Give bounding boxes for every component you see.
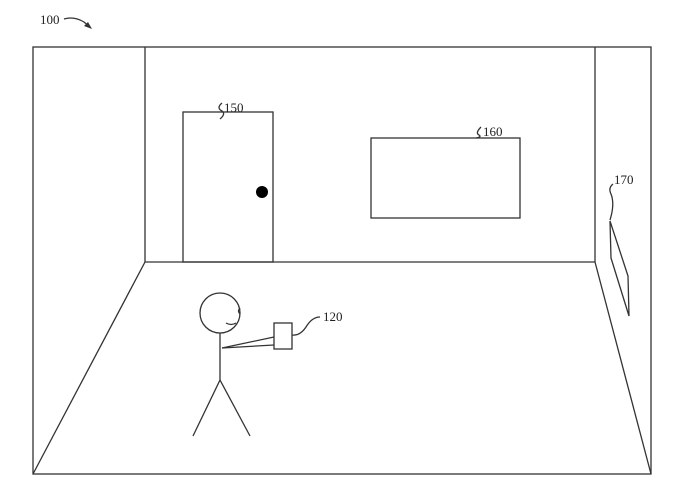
label-100: 100 xyxy=(40,12,60,27)
door xyxy=(182,111,274,263)
label-170: 170 xyxy=(614,172,634,187)
mouth xyxy=(225,322,237,326)
label-160: 160 xyxy=(483,124,503,139)
head xyxy=(199,292,241,334)
leader-150 xyxy=(218,102,225,120)
leader-160 xyxy=(475,126,482,139)
eye xyxy=(237,307,241,315)
wall-device-170 xyxy=(609,220,630,317)
label-120: 120 xyxy=(323,309,343,324)
floor-left-edge xyxy=(32,261,146,475)
arrowhead-100 xyxy=(84,22,92,29)
leader-120 xyxy=(291,316,321,336)
arrow-100 xyxy=(63,17,91,28)
lower-arm xyxy=(221,344,275,349)
room xyxy=(32,46,652,475)
room-outline xyxy=(32,46,652,475)
right-leg xyxy=(219,379,251,437)
handheld-device-120 xyxy=(273,322,293,350)
upper-arm xyxy=(221,336,275,349)
display-160 xyxy=(370,137,521,219)
door-outline xyxy=(182,111,274,263)
door-knob xyxy=(256,186,268,198)
floor-right-edge xyxy=(594,261,652,475)
left-leg xyxy=(192,379,221,437)
label-150: 150 xyxy=(224,100,244,115)
leader-170 xyxy=(609,183,614,221)
person xyxy=(192,292,275,437)
